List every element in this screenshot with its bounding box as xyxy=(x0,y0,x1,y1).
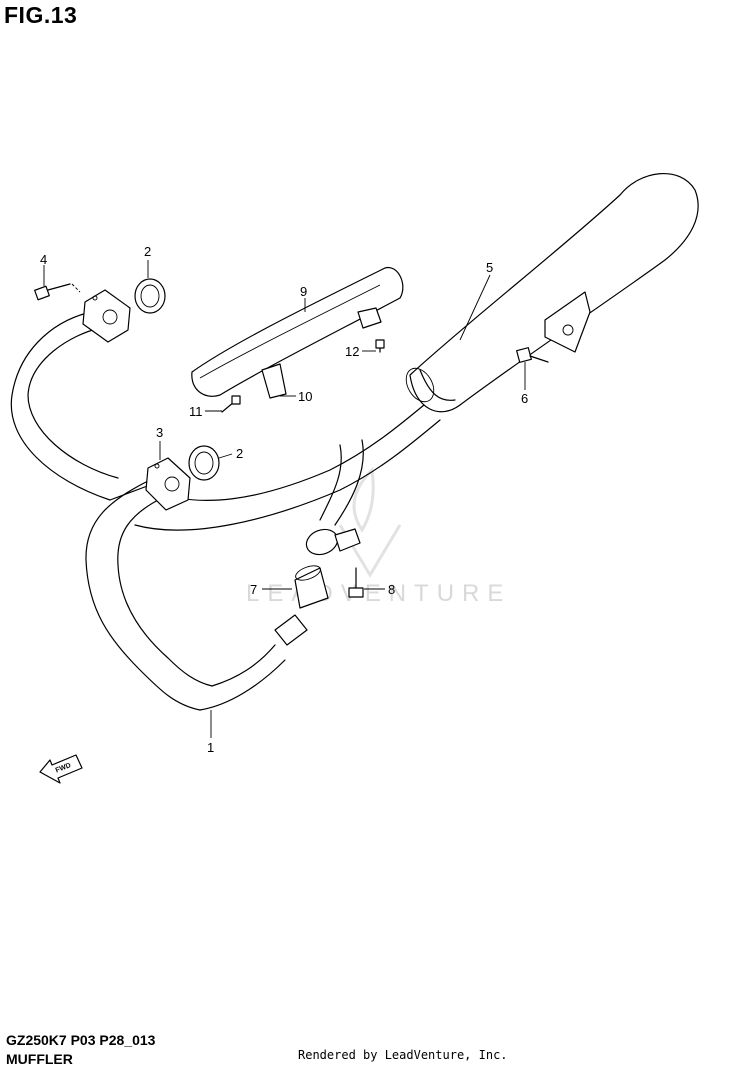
figure-title: FIG.13 xyxy=(4,2,78,28)
diagram-name: MUFFLER xyxy=(6,1051,73,1067)
gasket-rear xyxy=(134,278,166,314)
pipe-clamp xyxy=(305,528,361,556)
pipe-flange-front xyxy=(145,457,191,511)
callout-11: 11 xyxy=(189,404,203,419)
shield-screw-11 xyxy=(221,395,241,413)
callout-1: 1 xyxy=(207,740,214,755)
heat-shield xyxy=(191,267,404,397)
callout-6: 6 xyxy=(521,391,528,406)
shield-clamp xyxy=(261,363,287,399)
leader-lines xyxy=(43,260,526,738)
watermark-text: LEADVENTURE xyxy=(246,580,512,607)
callout-2-rear: 2 xyxy=(144,244,151,259)
muffler-bolt xyxy=(516,347,549,363)
pipe-flange-rear xyxy=(82,289,131,343)
callout-5: 5 xyxy=(486,260,493,275)
callout-2-front: 2 xyxy=(236,446,243,461)
callout-10: 10 xyxy=(298,389,312,404)
diagram-code: GZ250K7 P03 P28_013 xyxy=(6,1032,156,1048)
callout-4: 4 xyxy=(40,252,47,267)
callout-7: 7 xyxy=(250,582,257,597)
shield-screw-12 xyxy=(375,339,385,353)
exhaust-pipe xyxy=(10,311,441,711)
rendered-by: Rendered by LeadVenture, Inc. xyxy=(298,1048,508,1062)
flange-bolt xyxy=(34,283,81,301)
gasket-front xyxy=(188,445,220,481)
forward-arrow-icon: FWD xyxy=(39,754,83,784)
clamp-bolt xyxy=(348,567,364,598)
callout-3: 3 xyxy=(156,425,163,440)
callout-8: 8 xyxy=(388,582,395,597)
callout-12: 12 xyxy=(345,344,359,359)
callout-9: 9 xyxy=(300,284,307,299)
connector-sleeve xyxy=(274,565,329,646)
muffler xyxy=(405,172,699,413)
